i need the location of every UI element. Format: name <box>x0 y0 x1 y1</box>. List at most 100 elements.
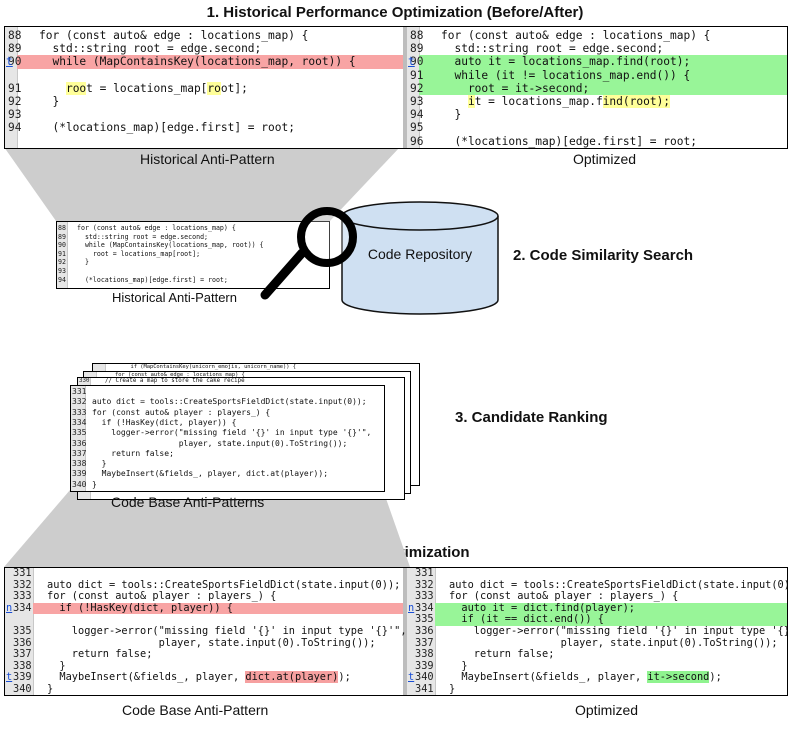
code-text: logger->error("missing field '{}' in inp… <box>47 625 407 637</box>
line-number: 331 <box>415 567 434 579</box>
repository-label: Code Repository <box>367 246 473 262</box>
code-text: logger->error("missing field '{}' in inp… <box>449 625 788 637</box>
code-text: std::string root = edge.second; <box>39 42 262 56</box>
code-text: for (const auto& player : players_) { <box>449 590 679 603</box>
code-line: 90 while (MapContainsKey(locations_map, … <box>57 241 329 250</box>
code-line: 92 root = it->second; <box>410 81 787 95</box>
blame-link[interactable]: n <box>6 601 13 614</box>
code-text: return false; <box>92 448 174 458</box>
projection-top <box>4 147 400 221</box>
caption-optimized-top: Optimized <box>573 151 637 167</box>
line-number: 335 <box>72 428 87 438</box>
code-text: } <box>47 659 66 672</box>
code-text: if (!HasKey(dict, player)) { <box>92 417 237 427</box>
code-text: logger->error("missing field '{}' in inp… <box>92 428 372 438</box>
code-text: MaybeInsert(&fields_, player, it->second… <box>449 671 722 684</box>
code-line: 94 } <box>407 108 787 121</box>
line-number: 340 <box>415 671 434 684</box>
line-number: 339 <box>13 671 32 684</box>
diff-separator <box>403 27 407 148</box>
code-text: for (const auto& edge : locations_map) { <box>77 224 236 232</box>
blame-link[interactable]: t <box>408 55 415 69</box>
code-text: (*locations_map)[edge.first] = root; <box>39 121 295 135</box>
highlighted-token: i <box>467 95 475 108</box>
line-number: 90 <box>410 55 424 69</box>
code-line: 337 return false; <box>71 449 384 459</box>
code-line: 338 } <box>71 459 384 469</box>
line-number: 91 <box>8 81 22 95</box>
line-number: 94 <box>410 108 424 122</box>
code-line: 340} <box>71 480 384 490</box>
code-text: player, state.input(0).ToString()); <box>92 438 348 448</box>
line-number: 340 <box>72 479 87 489</box>
projection-bottom <box>4 490 410 567</box>
code-line: 335 logger->error("missing field '{}' in… <box>71 428 384 438</box>
code-text: root = locations_map[root]; <box>77 249 201 258</box>
line-number: 89 <box>58 232 66 241</box>
code-line: 91 root = locations_map[root]; <box>5 81 403 95</box>
code-line: 96 (*locations_map)[edge.first] = root; <box>407 135 787 148</box>
line-number: 336 <box>72 438 87 448</box>
line-number: 338 <box>13 659 32 672</box>
code-text: if (!HasKey(dict, player)) { <box>47 601 233 614</box>
code-line: 336 player, state.input(0).ToString()); <box>5 637 403 650</box>
line-number: 90 <box>8 55 22 69</box>
code-line: 89 std::string root = edge.second; <box>407 42 787 55</box>
line-number: 92 <box>410 81 424 95</box>
code-line: for (const auto& edge : locations_map) { <box>84 372 410 379</box>
highlighted-token: dict.at(player) <box>245 671 339 684</box>
code-line: 338 } <box>5 659 403 673</box>
code-line: 92 } <box>5 95 403 108</box>
line-number: 93 <box>410 95 424 108</box>
code-text: (*locations_map)[edge.first] = root; <box>441 134 697 148</box>
code-stack-back-0: 330 // Create a map to store the cake re… <box>78 378 404 398</box>
highlighted-token: ro <box>207 81 221 95</box>
code-text: it = locations_map.find(root); <box>467 95 671 108</box>
line-number: 334 <box>72 417 87 427</box>
code-text: for (const auto& player : players_) { <box>47 590 277 603</box>
code-line: if (MapContainsKey(unicorn_emojis, unico… <box>93 364 419 371</box>
blame-link[interactable]: t <box>408 671 415 684</box>
line-number: 89 <box>410 42 424 56</box>
line-number: 91 <box>58 249 66 258</box>
title-historical-optimization: 1. Historical Performance Optimization (… <box>206 4 584 21</box>
code-line: 330 // Create a map to store the cake re… <box>78 378 404 386</box>
blame-link[interactable]: t <box>6 55 13 69</box>
line-number: 337 <box>415 636 434 649</box>
blame-link[interactable]: n <box>408 601 415 614</box>
line-number: 89 <box>8 42 22 56</box>
code-line: 89 std::string root = edge.second; <box>5 42 403 55</box>
line-number: 88 <box>58 224 66 232</box>
blame-link[interactable]: t <box>6 671 13 684</box>
code-text: auto it = dict.find(player); <box>449 601 635 614</box>
code-line: 337 return false; <box>5 649 403 661</box>
code-stack-back-2: if (MapContainsKey(unicorn_emojis, unico… <box>93 364 419 384</box>
code-line: 339 } <box>407 660 787 673</box>
code-mini-historical: 88 for (const auto& edge : locations_map)… <box>57 222 329 288</box>
code-text: root = it->second; <box>441 81 590 95</box>
line-number: 333 <box>415 590 434 603</box>
caption-historical-anti-pattern: Historical Anti-Pattern <box>140 151 275 167</box>
code-line: 88 for (const auto& edge : locations_map)… <box>57 224 329 233</box>
gutter-left <box>5 27 18 148</box>
code-line: 94 (*locations_map)[edge.first] = root; <box>57 276 329 285</box>
code-line: 92 } <box>57 258 329 267</box>
line-number: 333 <box>72 407 87 417</box>
caption-historical-anti-pattern-mid: Historical Anti-Pattern <box>112 290 237 305</box>
line-number: 94 <box>8 121 22 135</box>
code-text: auto dict = tools::CreateSportsFieldDict… <box>449 578 788 591</box>
line-number: 330 <box>79 378 90 384</box>
code-text: while (MapContainsKey(locations_map, roo… <box>39 55 356 69</box>
code-text: while (MapContainsKey(locations_map, roo… <box>77 241 264 250</box>
code-text: return false; <box>449 648 555 661</box>
line-number: 93 <box>8 108 22 122</box>
code-line: 334 if (!HasKey(dict, player)) { <box>71 418 384 428</box>
